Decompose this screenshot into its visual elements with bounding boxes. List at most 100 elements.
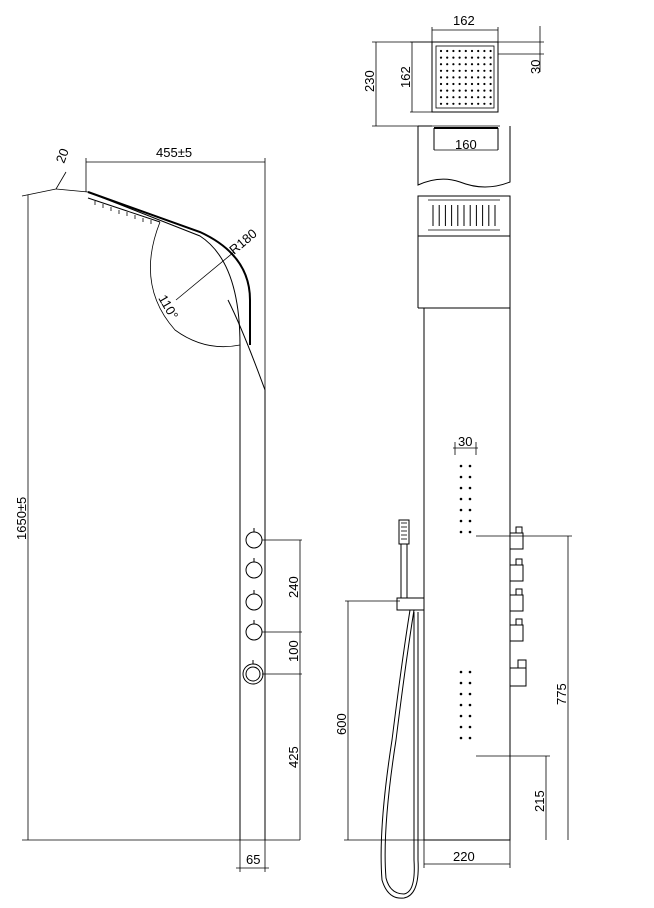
nozzle-dot <box>439 89 443 92</box>
nozzle-dot <box>452 96 455 99</box>
dim-top-thickness: 30 <box>528 60 543 74</box>
nozzle-dot <box>439 69 443 72</box>
nozzle-dot <box>464 69 467 72</box>
nozzle-dot <box>489 96 492 99</box>
nozzle-dot <box>470 76 474 79</box>
nozzle-dot <box>483 56 486 59</box>
nozzle-dot <box>477 63 480 66</box>
dim-jet-height: 215 <box>532 790 547 812</box>
nozzle-dot <box>452 49 455 53</box>
dim-top-overall-depth: 230 <box>362 70 377 92</box>
angle-arc <box>150 221 241 348</box>
dim-top-panel-width: 160 <box>455 137 477 152</box>
knob <box>245 593 263 611</box>
shower-hose <box>380 609 419 899</box>
nozzle-dot <box>483 63 486 66</box>
shower-head-nozzles <box>94 201 152 224</box>
front-knob <box>509 532 524 550</box>
knob <box>245 531 263 549</box>
nozzle-dot <box>439 76 443 79</box>
nozzle-dot <box>483 96 486 99</box>
nozzle-dot <box>468 464 472 468</box>
nozzle-dot <box>446 76 449 79</box>
nozzle-dot <box>468 530 472 534</box>
nozzle-dot <box>459 670 463 674</box>
front-knob <box>509 564 524 582</box>
nozzle-dot <box>470 102 474 105</box>
nozzle-dot <box>458 89 461 92</box>
nozzle-dot <box>470 56 474 59</box>
nozzle-dot <box>489 69 492 72</box>
nozzle-dot <box>458 63 461 66</box>
nozzle-dot <box>446 102 449 105</box>
nozzle-dot <box>464 82 467 86</box>
nozzle-dot <box>468 692 472 696</box>
nozzle-dot <box>459 736 463 740</box>
nozzle-dot <box>452 76 455 79</box>
nozzle-dot <box>439 63 443 66</box>
nozzle-dot <box>468 714 472 718</box>
nozzle-dot <box>483 82 486 86</box>
front-head-block <box>417 195 511 237</box>
side-panel-back <box>227 299 266 840</box>
hand-shower-handle <box>400 544 408 599</box>
dim-top-head-depth: 162 <box>398 66 413 88</box>
nozzle-dot <box>468 670 472 674</box>
nozzle-dot <box>470 89 474 92</box>
dim-upper-height: 775 <box>554 683 569 705</box>
nozzle-dot <box>489 49 492 53</box>
nozzle-dot <box>439 96 443 99</box>
nozzle-dot <box>483 49 486 53</box>
nozzle-dot <box>439 102 443 105</box>
nozzle-dot <box>477 82 480 86</box>
nozzle-dot <box>459 486 463 490</box>
nozzle-dot <box>477 49 480 53</box>
nozzle-dot <box>477 56 480 59</box>
nozzle-dot <box>459 530 463 534</box>
nozzle-dot <box>468 486 472 490</box>
dim-radius: R180 <box>226 226 259 257</box>
nozzle-dot <box>489 76 492 79</box>
nozzle-dot <box>483 76 486 79</box>
nozzle-dot <box>452 82 455 86</box>
nozzle-dot <box>459 508 463 512</box>
top-view: 162 162 230 30 160 <box>362 13 544 188</box>
nozzle-dot <box>459 519 463 523</box>
nozzle-dot <box>470 63 474 66</box>
nozzle-dot <box>459 692 463 696</box>
front-controls <box>509 526 527 687</box>
nozzle-dot <box>459 703 463 707</box>
nozzle-dot <box>446 49 449 53</box>
nozzle-dot <box>464 89 467 92</box>
nozzle-dot <box>483 69 486 72</box>
nozzle-dot <box>468 497 472 501</box>
nozzle-dot <box>468 475 472 479</box>
nozzle-dot <box>458 49 461 53</box>
knob <box>245 623 263 641</box>
nozzle-dot <box>446 89 449 92</box>
front-knob <box>509 594 524 612</box>
nozzle-dot <box>459 681 463 685</box>
nozzle-dot <box>483 102 486 105</box>
nozzle-dot <box>459 497 463 501</box>
nozzle-dot <box>458 82 461 86</box>
dim-panel-width: 220 <box>453 849 475 864</box>
nozzle-dot <box>470 49 474 53</box>
nozzle-dot <box>459 464 463 468</box>
nozzle-dot <box>452 89 455 92</box>
nozzle-dot <box>489 89 492 92</box>
nozzle-dot <box>446 56 449 59</box>
nozzle-dot <box>468 508 472 512</box>
hand-shower-head <box>398 519 410 545</box>
nozzle-dot <box>468 736 472 740</box>
shower-head-arm <box>87 191 251 345</box>
control-knobs <box>242 528 264 685</box>
nozzle-dot <box>489 102 492 105</box>
nozzle-dot <box>470 69 474 72</box>
nozzle-dot <box>458 69 461 72</box>
nozzle-dot <box>446 96 449 99</box>
dim-hose-height: 600 <box>334 713 349 735</box>
radius-line <box>175 251 235 301</box>
nozzle-dot <box>477 102 480 105</box>
